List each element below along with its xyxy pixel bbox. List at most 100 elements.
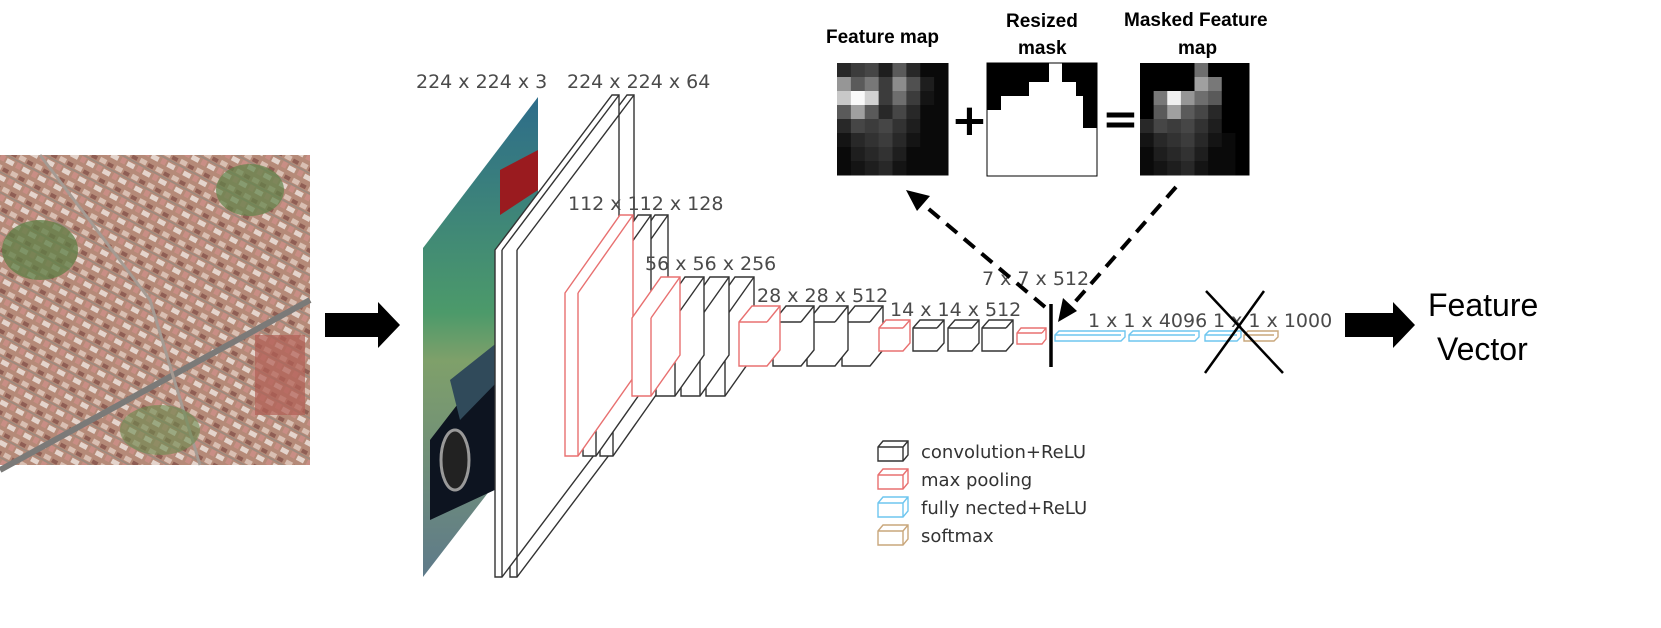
grid-cell bbox=[1194, 147, 1209, 162]
grid-cell bbox=[837, 63, 852, 78]
grid-cell bbox=[1221, 133, 1236, 148]
fc-layers bbox=[1054, 330, 1242, 342]
grid-cell bbox=[920, 105, 935, 120]
dim-label-pool5: 7 x 7 x 512 bbox=[982, 268, 1089, 290]
grid-cell bbox=[1167, 161, 1182, 176]
grid-cell bbox=[1208, 147, 1223, 162]
grid-cell bbox=[850, 77, 866, 92]
grid-cell bbox=[1208, 63, 1223, 78]
grid-cell bbox=[906, 147, 921, 162]
grid-cell bbox=[878, 133, 894, 148]
output-arrow bbox=[1345, 302, 1415, 348]
grid-cell bbox=[906, 161, 921, 176]
grid-cell bbox=[1180, 63, 1196, 78]
grid-cell bbox=[1153, 147, 1168, 162]
grid-cell bbox=[878, 147, 894, 162]
legend-swatch bbox=[877, 524, 909, 546]
grid-cell bbox=[906, 63, 921, 78]
grid-cell bbox=[864, 91, 880, 106]
grid-cell bbox=[906, 119, 921, 134]
grid-cell bbox=[1180, 105, 1196, 120]
grid-cell bbox=[1167, 77, 1182, 92]
grid-cell bbox=[920, 77, 935, 92]
legend-label: convolution+ReLU bbox=[921, 442, 1086, 463]
grid-cell bbox=[1153, 105, 1168, 120]
grid-cell bbox=[1140, 119, 1155, 134]
resized-mask-title-line2: mask bbox=[1018, 38, 1067, 59]
grid-cell bbox=[1140, 63, 1155, 78]
grid-cell bbox=[850, 63, 866, 78]
grid-cell bbox=[864, 63, 880, 78]
grid-cell bbox=[892, 105, 907, 120]
resized-mask-image bbox=[986, 62, 1098, 177]
grid-cell bbox=[920, 161, 935, 176]
grid-cell bbox=[920, 133, 935, 148]
input-arrow bbox=[325, 302, 400, 348]
grid-cell bbox=[892, 147, 907, 162]
grid-cell bbox=[878, 161, 894, 176]
grid-cell bbox=[1194, 77, 1209, 92]
grid-cell bbox=[1180, 119, 1196, 134]
grid-cell bbox=[1140, 77, 1155, 92]
grid-cell bbox=[892, 91, 907, 106]
feature-map-title: Feature map bbox=[826, 27, 939, 48]
grid-cell bbox=[1208, 133, 1223, 148]
grid-cell bbox=[837, 119, 852, 134]
grid-cell bbox=[1167, 91, 1182, 106]
dim-label-conv2: 112 x 112 x 128 bbox=[568, 193, 723, 215]
grid-cell bbox=[1167, 63, 1182, 78]
grid-cell bbox=[1221, 91, 1236, 106]
grid-cell bbox=[1235, 133, 1250, 148]
conv5-block bbox=[878, 319, 1014, 352]
grid-cell bbox=[934, 133, 949, 148]
grid-cell bbox=[878, 119, 894, 134]
grid-cell bbox=[1208, 161, 1223, 176]
grid-cell bbox=[1153, 119, 1168, 134]
grid-cell bbox=[934, 119, 949, 134]
grid-cell bbox=[892, 77, 907, 92]
grid-cell bbox=[920, 63, 935, 78]
legend-label: fully nected+ReLU bbox=[921, 498, 1087, 519]
grid-cell bbox=[892, 133, 907, 148]
pool5-block bbox=[1016, 327, 1047, 345]
grid-cell bbox=[1180, 77, 1196, 92]
feature-map-image bbox=[837, 63, 949, 176]
grid-cell bbox=[892, 119, 907, 134]
dim-label-conv1: 224 x 224 x 64 bbox=[567, 71, 710, 93]
grid-cell bbox=[878, 77, 894, 92]
masked-feature-map-image bbox=[1140, 63, 1250, 176]
grid-cell bbox=[837, 147, 852, 162]
grid-cell bbox=[1208, 77, 1223, 92]
grid-cell bbox=[1180, 91, 1196, 106]
input-aerial-image bbox=[0, 154, 312, 473]
grid-cell bbox=[1194, 91, 1209, 106]
grid-cell bbox=[1194, 133, 1209, 148]
grid-cell bbox=[1221, 147, 1236, 162]
grid-cell bbox=[864, 147, 880, 162]
grid-cell bbox=[837, 91, 852, 106]
grid-cell bbox=[1140, 133, 1155, 148]
grid-cell bbox=[920, 119, 935, 134]
softmax-layer bbox=[1243, 330, 1279, 342]
grid-cell bbox=[837, 133, 852, 148]
grid-cell bbox=[1194, 105, 1209, 120]
grid-cell bbox=[1167, 105, 1182, 120]
grid-cell bbox=[920, 147, 935, 162]
grid-cell bbox=[878, 105, 894, 120]
grid-cell bbox=[850, 133, 866, 148]
grid-cell bbox=[1221, 77, 1236, 92]
grid-cell bbox=[1221, 161, 1236, 176]
grid-cell bbox=[1167, 119, 1182, 134]
grid-cell bbox=[837, 161, 852, 176]
grid-cell bbox=[934, 105, 949, 120]
grid-cell bbox=[1235, 147, 1250, 162]
grid-cell bbox=[1180, 161, 1196, 176]
dim-label-input: 224 x 224 x 3 bbox=[416, 71, 547, 93]
grid-cell bbox=[920, 91, 935, 106]
legend-label: softmax bbox=[921, 526, 994, 547]
grid-cell bbox=[1194, 161, 1209, 176]
grid-cell bbox=[1235, 63, 1250, 78]
grid-cell bbox=[1208, 105, 1223, 120]
grid-cell bbox=[1221, 105, 1236, 120]
